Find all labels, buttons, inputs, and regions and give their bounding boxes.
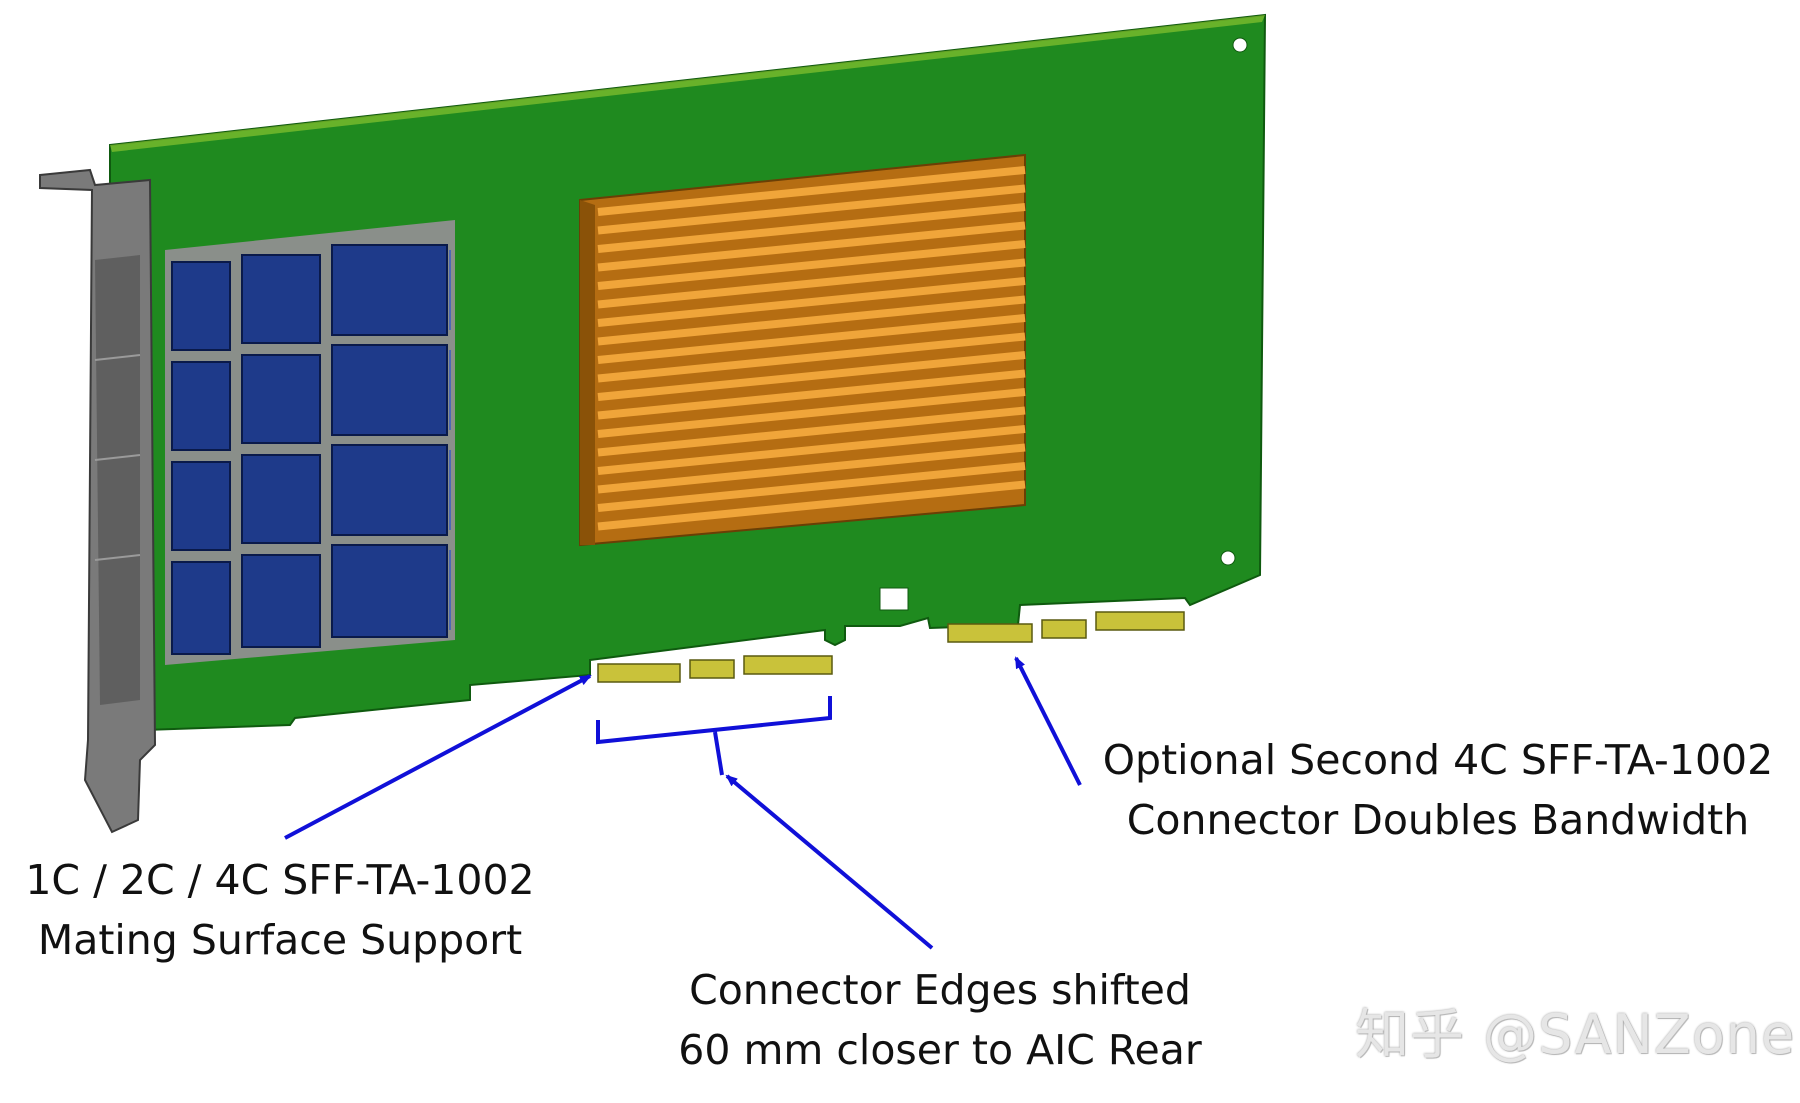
heatsink-fin <box>597 314 1026 364</box>
heatsink-fin <box>597 406 1026 457</box>
gold-finger-segment <box>1095 611 1185 631</box>
heatsink-fin <box>597 221 1026 272</box>
mating-surface-line-2: Mating Surface Support <box>37 916 523 964</box>
mating-surface-arrow <box>284 674 592 840</box>
optional-connector-label: Optional Second 4C SFF-TA-1002 Connector… <box>1098 730 1778 850</box>
gold-finger-segment <box>743 655 833 675</box>
heatsink-fin <box>597 388 1026 438</box>
heatsink-fin <box>597 351 1026 401</box>
heatsink-fin <box>597 295 1026 346</box>
heatsink-fin <box>597 258 1026 309</box>
gold-finger-connectors <box>597 611 1185 683</box>
optional-connector-line-1: Optional Second 4C SFF-TA-1002 <box>1102 736 1774 784</box>
heatsink <box>579 153 1026 547</box>
connector-edges-arrow <box>725 774 934 950</box>
gold-finger-segment <box>1041 619 1087 639</box>
gold-finger-segment <box>689 659 735 679</box>
heatsink-fin <box>597 480 1026 531</box>
watermark: 知乎 @SANZone <box>1355 1003 1796 1066</box>
connector-span-bracket <box>596 696 832 776</box>
heatsink-fin <box>597 166 1026 216</box>
mating-surface-line-1: 1C / 2C / 4C SFF-TA-1002 <box>25 856 535 904</box>
connector-edges-line-2: 60 mm closer to AIC Rear <box>678 1026 1202 1074</box>
connector-edges-label: Connector Edges shifted 60 mm closer to … <box>660 960 1220 1080</box>
memory-array <box>165 220 455 665</box>
callout-arrows <box>284 656 1082 950</box>
heatsink-fin <box>597 184 1026 235</box>
heatsink-fin <box>597 277 1026 327</box>
heatsink-fin <box>597 203 1026 253</box>
gold-finger-segment <box>947 623 1033 643</box>
pcie-bracket <box>39 168 157 834</box>
heatsink-fin <box>597 240 1026 290</box>
heatsink-fins <box>597 166 1026 531</box>
gold-finger-segment <box>597 663 681 683</box>
heatsink-fin <box>597 425 1026 475</box>
heatsink-fin <box>597 369 1026 420</box>
optional-connector-arrow <box>1014 656 1082 786</box>
connector-edges-line-1: Connector Edges shifted <box>689 966 1191 1014</box>
heatsink-fin <box>597 443 1026 494</box>
mating-surface-label: 1C / 2C / 4C SFF-TA-1002 Mating Surface … <box>20 850 540 970</box>
heatsink-fin <box>597 462 1026 512</box>
heatsink-fin <box>597 332 1026 383</box>
optional-connector-line-2: Connector Doubles Bandwidth <box>1126 796 1750 844</box>
